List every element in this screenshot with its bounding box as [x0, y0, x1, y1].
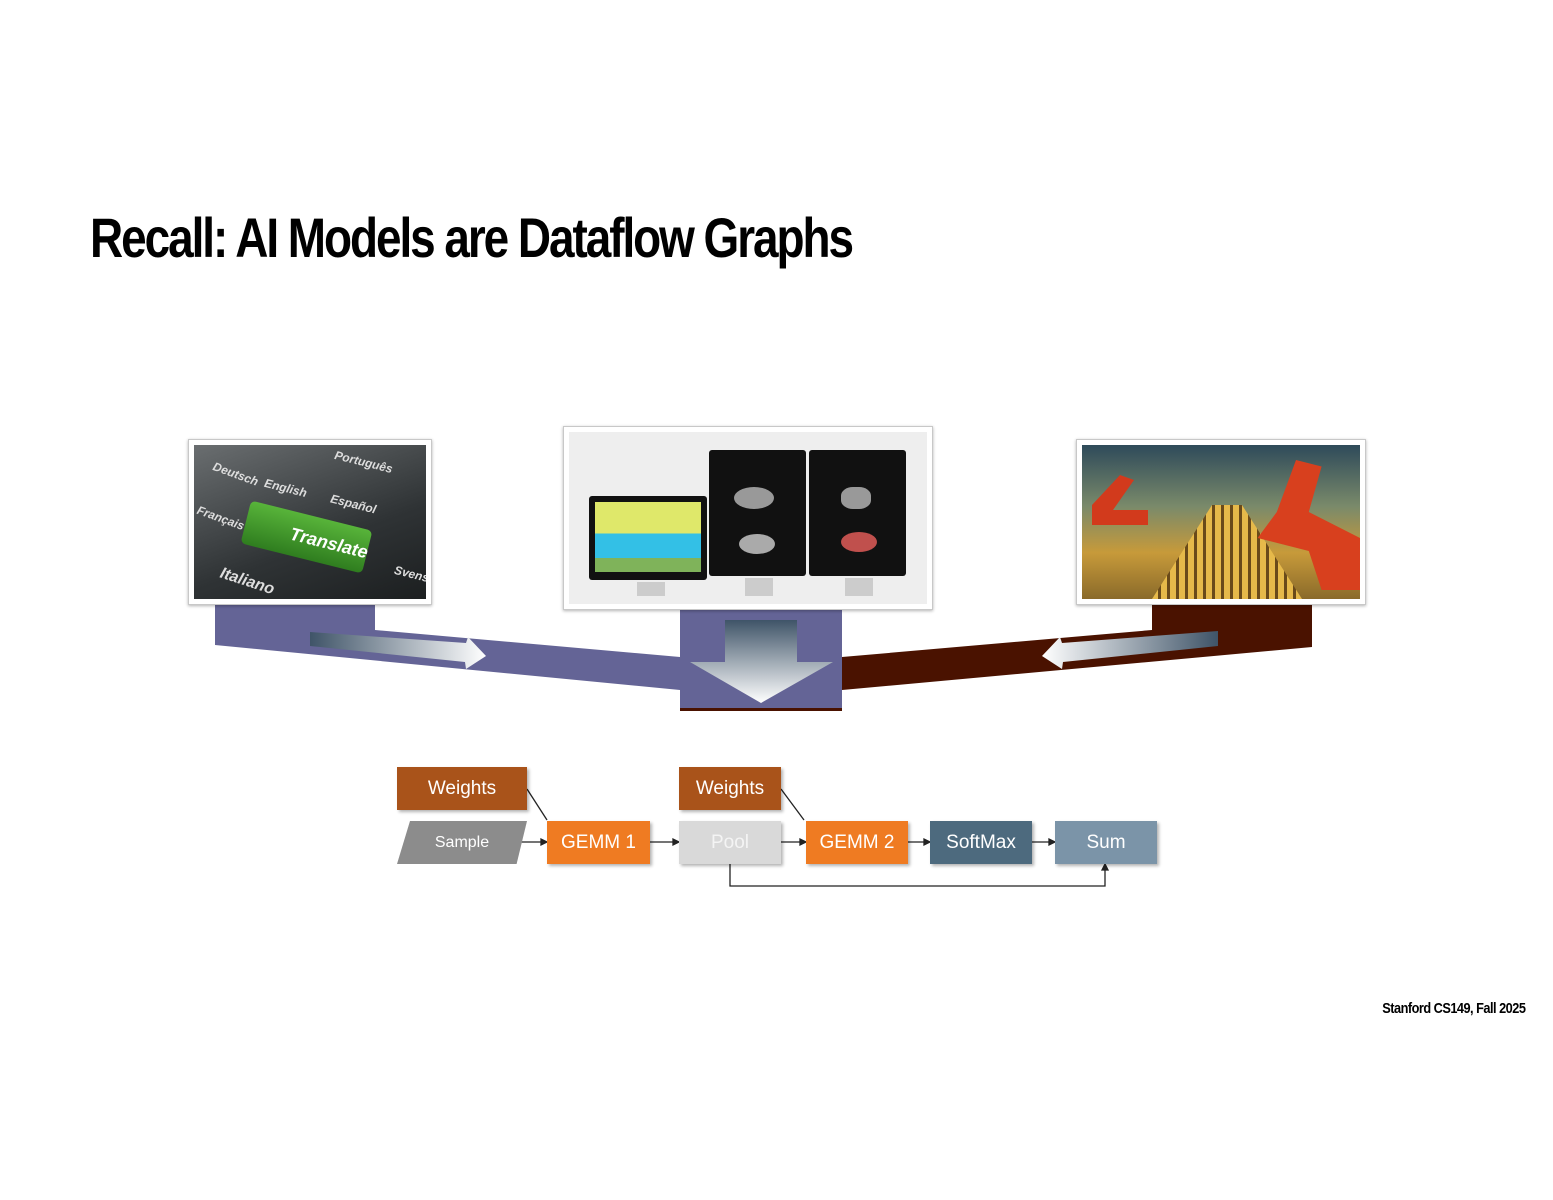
key-label: Español	[328, 491, 378, 517]
right-pointing-arrow	[310, 632, 486, 669]
slide-footer: Stanford CS149, Fall 2025	[1381, 1000, 1526, 1017]
key-label: English	[262, 475, 309, 501]
gemm2-node: GEMM 2	[806, 821, 908, 864]
translate-keyboard-image: Deutsch English Português Español França…	[188, 439, 432, 605]
key-label: Français	[195, 502, 247, 534]
pool-node: Pool	[679, 821, 781, 864]
down-arrow	[690, 620, 833, 703]
key-label: Português	[333, 448, 395, 476]
key-label: Svens	[392, 562, 426, 586]
monitor-spreadsheet	[589, 496, 707, 580]
graph-edges	[520, 788, 1110, 887]
key-label: Italiano	[217, 564, 277, 599]
monitor-scan-2	[809, 450, 906, 576]
robot-arm	[1092, 475, 1148, 525]
sample-node: Sample	[397, 821, 527, 864]
factory-robots-image	[1076, 439, 1366, 605]
monitor-scan-1	[709, 450, 806, 576]
center-band-edge	[680, 708, 842, 711]
softmax-node: SoftMax	[930, 821, 1032, 864]
slide-title: Recall: AI Models are Dataflow Graphs	[90, 206, 854, 269]
gemm1-node: GEMM 1	[547, 821, 650, 864]
left-pointing-arrow	[1042, 631, 1218, 669]
sum-node: Sum	[1055, 821, 1157, 864]
key-label: Deutsch	[211, 459, 261, 489]
medical-monitors-image	[563, 426, 933, 610]
weights-node-1: Weights	[397, 767, 527, 810]
weights-node-2: Weights	[679, 767, 781, 810]
